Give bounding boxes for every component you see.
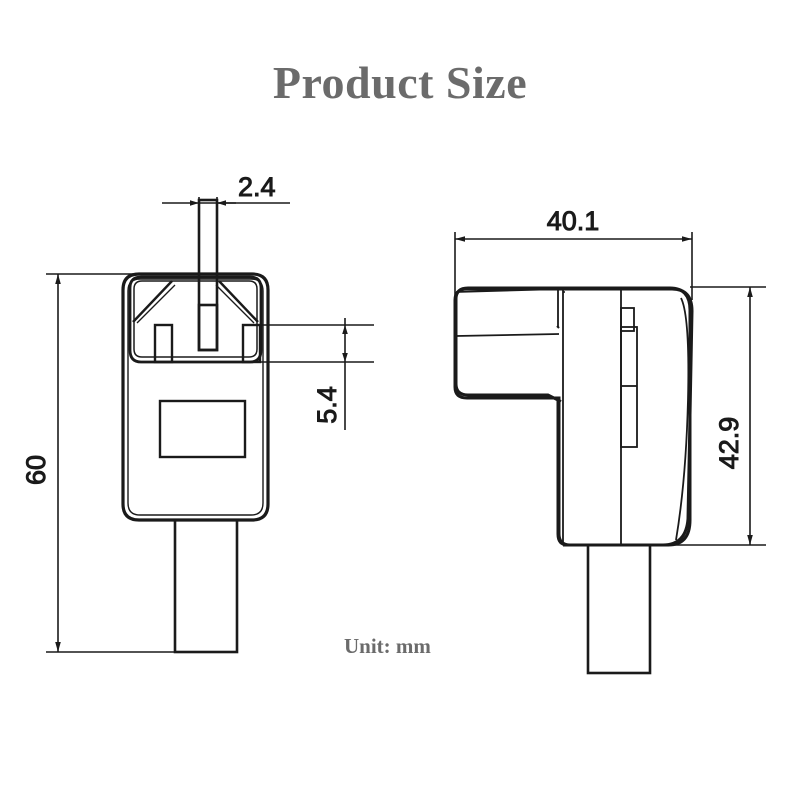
label-panel: [158, 399, 247, 459]
dim-2-4-text: 2.4: [238, 172, 276, 202]
dim-5-4-text: 5.4: [312, 386, 342, 424]
dim-2-4: 2.4: [162, 172, 290, 260]
latch-rib: [620, 307, 638, 448]
neutral-pin-slot: [241, 323, 262, 364]
side-view-cable: [586, 543, 652, 675]
arm-shoulder-line: [455, 288, 563, 293]
arm-detail-dot: [556, 325, 560, 329]
dim-5-4: 5.4: [256, 318, 374, 430]
body-right-flank: [675, 297, 690, 541]
dim-40-1-text: 40.1: [547, 206, 600, 236]
dim-40-1: 40.1: [454, 206, 693, 300]
arm-detail-line-1: [455, 333, 560, 337]
dim-42-9-text: 42.9: [714, 417, 744, 470]
arm-to-body-fillet: [556, 399, 562, 415]
face-chamfer-left: [132, 280, 173, 323]
side-view-silhouette: [453, 287, 694, 547]
unit-note: Unit: mm: [344, 634, 431, 658]
live-pin-slot: [153, 323, 174, 364]
face-chamfer-right: [218, 280, 259, 323]
page-title: Product Size: [272, 57, 528, 108]
dim-60-text: 60: [21, 455, 51, 485]
right-angle-body-outline: [454, 286, 692, 547]
face-chamfer-left-inner: [136, 284, 176, 324]
front-view-cable: [173, 518, 239, 654]
face-chamfer-right-inner: [215, 284, 255, 324]
iec-c13-face-inner: [133, 280, 258, 358]
connector-body-inner-line: [127, 278, 264, 516]
front-view-group: [121, 198, 270, 654]
side-view-group: [453, 286, 694, 675]
dim-60: 60: [21, 273, 180, 653]
dim-42-9: 42.9: [650, 286, 766, 546]
iec-c13-face: [128, 275, 263, 364]
